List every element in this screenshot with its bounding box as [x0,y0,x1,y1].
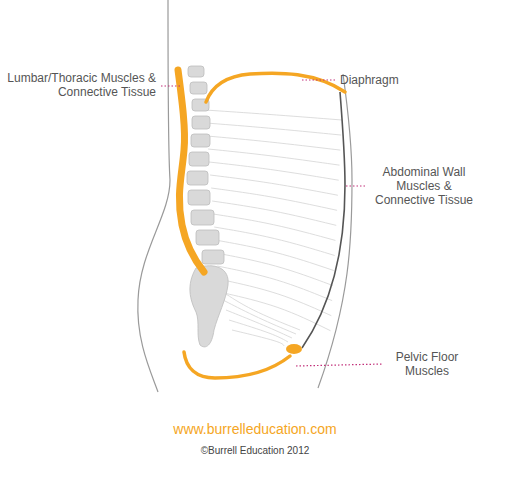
fibre-line [214,227,334,255]
fibre-line [226,310,292,338]
fibre-line [232,330,284,346]
muscle-label: Pelvic Floor Muscles [386,350,468,378]
fibre-line [207,136,340,150]
muscle-label: Diaphragm [340,73,440,87]
muscle-label: Lumbar/Thoracic Muscles & Connective Tis… [6,71,156,99]
pelvic-floor [184,352,290,378]
fibre-line [205,110,342,120]
abdominal-wall [302,92,345,348]
pelvic-floor [286,344,302,354]
fibre-line [210,175,338,195]
vertebrae [187,66,224,264]
muscle-label: Abdominal Wall Muscles & Connective Tiss… [368,165,480,207]
fibre-line [213,214,335,240]
body-outline [138,0,170,392]
spine-muscles [178,70,204,272]
body-outline [318,74,352,388]
fibre-line [223,300,296,334]
fibre-lines [205,110,342,346]
diaphragm [206,73,345,102]
fibre-line [212,201,336,225]
leader-line [161,80,383,366]
fibre-line [206,123,341,135]
sacrum [190,266,228,347]
fibre-line [218,279,331,316]
fibre-line [208,149,339,165]
fibre-line [211,188,337,210]
copyright-note: ©Burrell Education 2012 [105,445,405,457]
website-credit: www.burrelleducation.com [105,421,405,438]
